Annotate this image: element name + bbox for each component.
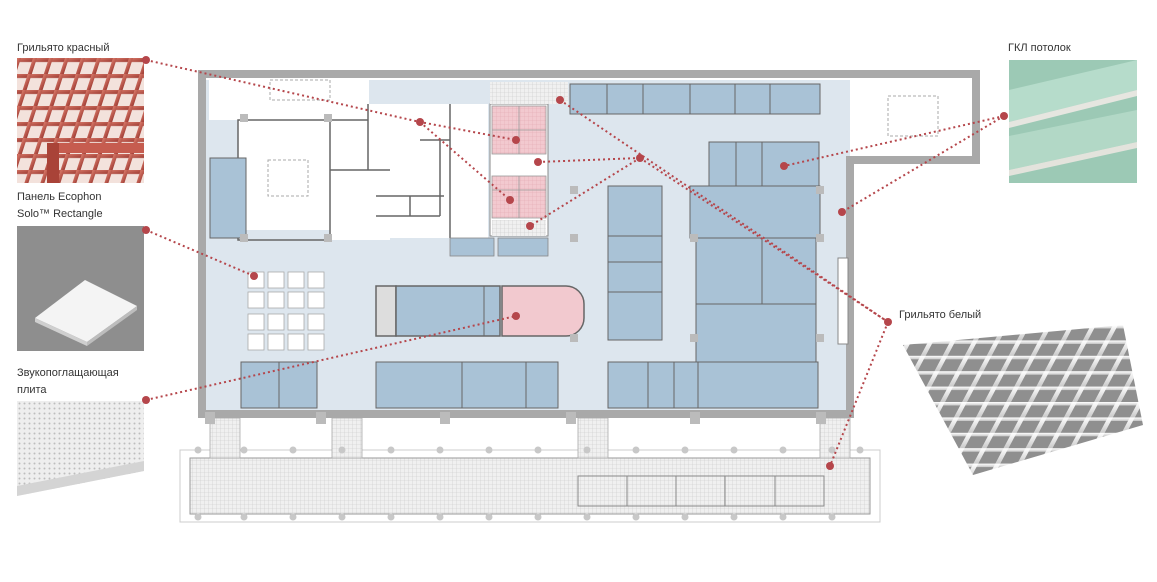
sound-panel-image [17, 401, 144, 496]
mesh-strips [209, 417, 851, 459]
central-island [375, 285, 585, 337]
service-rooms [209, 79, 488, 241]
label-ecophon-line1: Панель Ecophon [17, 191, 102, 203]
gkl-image [1009, 60, 1137, 183]
label-grilyato-white: Грильято белый [899, 309, 982, 321]
blue-rooms [209, 83, 821, 409]
annex [837, 78, 972, 345]
outer-walls [198, 70, 980, 418]
ecophon-panel-image [17, 226, 144, 351]
label-sound-line2: плита [17, 384, 47, 396]
label-sound-line1: Звукопоглащающая [17, 367, 119, 379]
grilyato-white-image [903, 325, 1143, 475]
leader-dots [142, 56, 1008, 470]
label-grilyato-red: Грильято красный [17, 42, 110, 54]
label-gkl: ГКЛ потолок [1008, 42, 1071, 54]
grilyato-red-zone [449, 82, 568, 257]
grilyato-red-image [17, 58, 144, 183]
label-ecophon-line2: Solo™ Rectangle [17, 208, 103, 220]
terrace-posts [194, 446, 864, 521]
ecophon-grid [247, 271, 325, 351]
terrace [179, 449, 881, 523]
columns [205, 114, 826, 424]
